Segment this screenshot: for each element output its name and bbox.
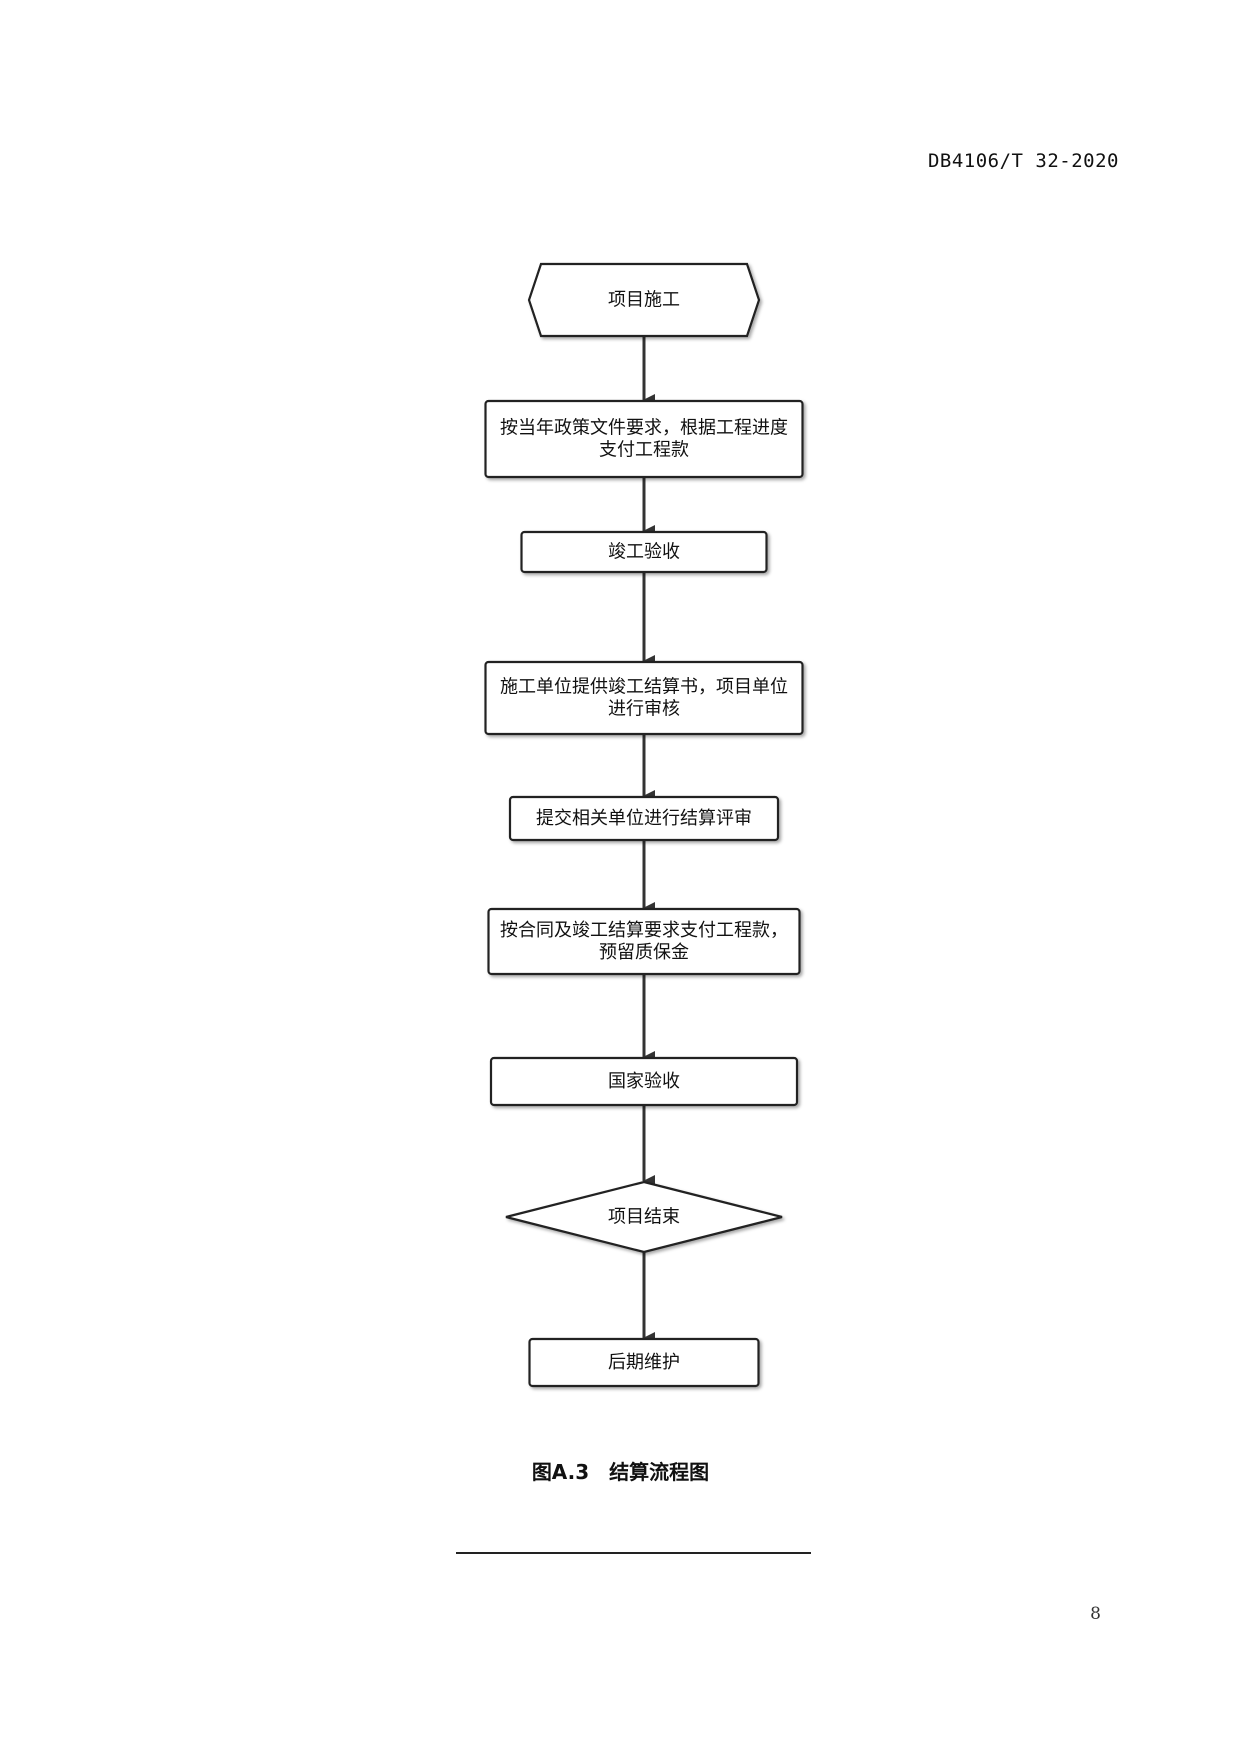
flow-node-shape [520, 530, 768, 574]
flow-node-label: 进行审核 [608, 699, 680, 720]
flow-node-n6: 按合同及竣工结算要求支付工程款，预留质保金 [487, 907, 801, 976]
flow-node-shape [508, 795, 780, 842]
flow-node-shape [528, 1337, 760, 1388]
flow-node-n1: 项目施工 [527, 262, 761, 338]
flow-node-n5: 提交相关单位进行结算评审 [508, 795, 780, 842]
flow-node-label: 提交相关单位进行结算评审 [536, 808, 752, 829]
flow-node-n7: 国家验收 [489, 1056, 799, 1107]
flow-node-label: 项目结束 [608, 1207, 680, 1228]
flow-node-label: 后期维护 [608, 1352, 680, 1373]
flow-node-shape [487, 907, 801, 976]
flow-node-label: 预留质保金 [599, 942, 689, 963]
page-number: 8 [1090, 1604, 1101, 1624]
flow-node-label: 项目施工 [608, 290, 680, 311]
flow-node-label: 按合同及竣工结算要求支付工程款， [500, 920, 788, 941]
flow-node-shape [505, 1180, 783, 1254]
flow-node-label: 按当年政策文件要求，根据工程进度 [500, 418, 788, 439]
flow-node-n8: 项目结束 [505, 1180, 783, 1254]
document-code: DB4106/T 32-2020 [927, 150, 1119, 172]
figure-caption: 图A.3 结算流程图 [531, 1460, 710, 1484]
flow-node-shape [484, 660, 804, 736]
flow-node-label: 竣工验收 [608, 542, 680, 563]
flow-node-n3: 竣工验收 [520, 530, 768, 574]
flow-node-label: 施工单位提供竣工结算书，项目单位 [500, 677, 788, 698]
flow-node-shape [484, 399, 804, 479]
flow-node-shape [527, 262, 761, 338]
flow-nodes: 项目施工按当年政策文件要求，根据工程进度支付工程款竣工验收施工单位提供竣工结算书… [484, 262, 804, 1388]
flow-node-label: 支付工程款 [599, 440, 689, 461]
flow-node-n9: 后期维护 [528, 1337, 760, 1388]
flow-node-shape [489, 1056, 799, 1107]
flow-node-label: 国家验收 [608, 1071, 680, 1092]
end-rule-divider [456, 1552, 811, 1554]
